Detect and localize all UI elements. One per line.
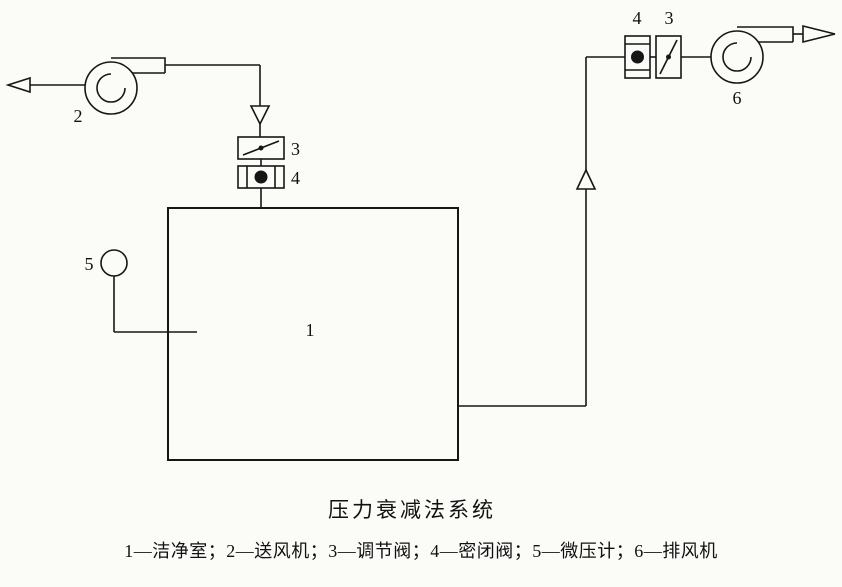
micro-manometer-dial [100, 249, 128, 277]
label-regulating-valve-right: 3 [665, 8, 674, 28]
upward-flow-arrow-icon [575, 168, 597, 190]
diagram-caption: 压力衰减法系统 [328, 498, 496, 522]
inlet-flow-arrow-icon [5, 76, 31, 94]
downward-flow-arrow-icon [249, 105, 271, 126]
outlet-flow-arrow-icon [802, 24, 836, 44]
sealed-valve-left-symbol [237, 165, 285, 189]
sealed-valve-left-disc [254, 170, 268, 184]
label-sealed-valve-right: 4 [633, 8, 642, 28]
diagram-legend: 1—洁净室；2—送风机；3—调节阀；4—密闭阀；5—微压计；6—排风机 [124, 541, 718, 561]
supply-fan-volute [96, 73, 126, 103]
regulating-valve-right-pivot [666, 54, 671, 60]
label-sealed-valve-left: 4 [291, 168, 300, 188]
label-regulating-valve-left: 3 [291, 139, 300, 159]
sealed-valve-right-disc [631, 50, 644, 64]
regulating-valve-left-symbol [237, 136, 285, 160]
sealed-valve-right-symbol [624, 35, 651, 79]
label-micro-manometer: 5 [85, 254, 94, 274]
exhaust-fan-casing [710, 30, 764, 84]
supply-fan-symbol [84, 57, 166, 115]
supply-fan-outlet-duct-top [111, 57, 166, 73]
regulating-valve-left-pivot [258, 145, 264, 151]
exhaust-fan-volute [722, 42, 752, 72]
regulating-valve-right-symbol [655, 35, 682, 79]
supply-fan-casing [84, 61, 138, 115]
clean-room-outline [167, 207, 459, 461]
label-clean-room: 1 [306, 320, 315, 340]
label-exhaust-fan: 6 [733, 88, 742, 108]
micro-manometer-symbol [100, 249, 197, 333]
label-supply-fan: 2 [74, 106, 83, 126]
exhaust-fan-symbol [710, 26, 794, 84]
exhaust-fan-outlet-duct-top [737, 26, 794, 42]
